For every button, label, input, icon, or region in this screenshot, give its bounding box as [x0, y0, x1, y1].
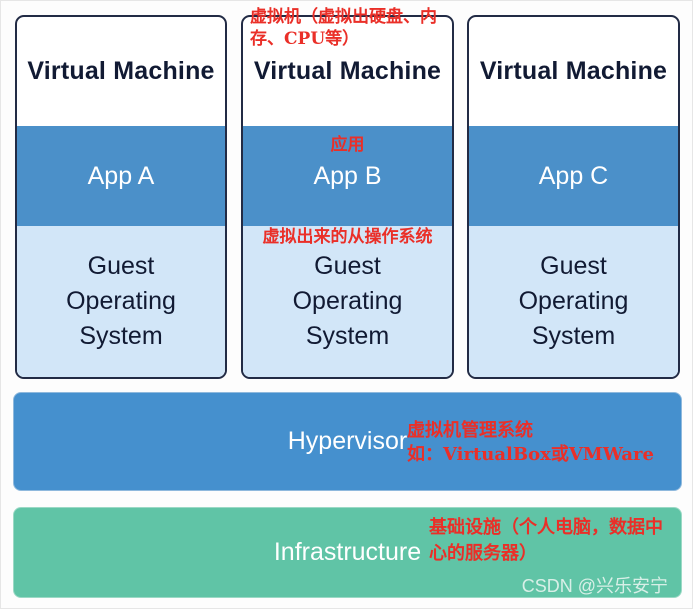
vm-card-3-app-label: App C [538, 161, 609, 190]
hypervisor-band: Hypervisor [13, 392, 682, 491]
vm-card-1-guest-band: Guest Operating System [17, 226, 225, 377]
vm-card-3-title: Virtual Machine [479, 57, 668, 85]
vm-card-2-guest-label: Guest Operating System [292, 252, 403, 350]
annotation-app: 应用 [330, 135, 365, 155]
watermark: CSDN @兴乐安宁 [521, 576, 668, 596]
vm-card-3: Virtual Machine App C Guest Operating Sy… [467, 15, 680, 379]
vm-card-1-guest-label: Guest Operating System [66, 252, 176, 350]
infrastructure-band: Infrastructure [13, 507, 682, 598]
vm-card-1-title: Virtual Machine [27, 57, 215, 85]
vm-card-2-app-band: App B [243, 126, 452, 226]
vm-card-1-app-band: App A [17, 126, 225, 226]
annotation-virtual-machine: 虚拟机（虚拟出硬盘、内存、CPU等） [250, 7, 437, 49]
vm-card-1-app-label: App A [87, 161, 155, 190]
vm-card-2-title: Virtual Machine [253, 57, 442, 85]
vm-card-2-app-label: App B [313, 161, 382, 190]
infrastructure-label: Infrastructure [273, 538, 422, 566]
hypervisor-label: Hypervisor [287, 427, 408, 455]
vm-card-2: Virtual Machine App B Guest Operating Sy… [241, 15, 454, 379]
vm-card-3-guest-band: Guest Operating System [469, 226, 678, 377]
annotation-hypervisor: 虚拟机管理系统 如：VirtualBox或VMWare [407, 420, 654, 465]
vm-card-3-app-band: App C [469, 126, 678, 226]
vm-card-2-guest-band: Guest Operating System [243, 226, 452, 377]
vm-card-3-guest-label: Guest Operating System [518, 252, 629, 350]
annotation-guest-os: 虚拟出来的从操作系统 [262, 227, 433, 247]
vm-card-1: Virtual Machine App A Guest Operating Sy… [15, 15, 227, 379]
annotation-infrastructure: 基础设施（个人电脑，数据中心的服务器） [429, 517, 663, 564]
